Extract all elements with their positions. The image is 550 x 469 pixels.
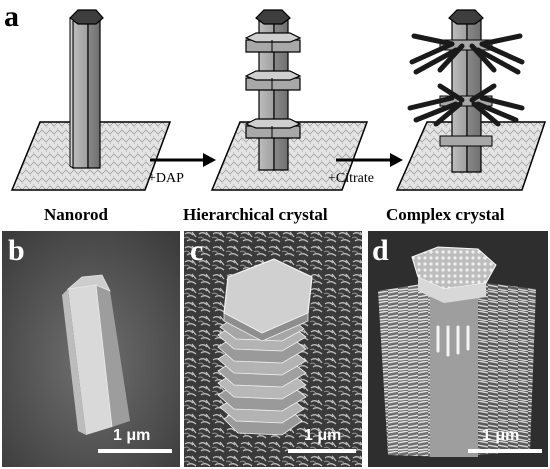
scale-label-d: 1 μm [482,427,520,444]
hierarchical-crystal-drawing [244,9,302,171]
sem-image-complex-crystal [368,231,548,467]
arrow-label-citrate: +Citrate [328,171,374,186]
panel-letter-d: d [372,234,389,267]
scale-bar-b [98,449,172,453]
panel-letter-a: a [4,0,19,33]
sem-image-hierarchical-crystal [184,231,362,467]
caption-hierarchical-crystal: Hierarchical crystal [183,205,328,224]
sem-image-nanorod [2,231,180,467]
substrate-2 [210,121,369,191]
schematic-panel: +DAP [10,9,547,191]
scale-bar-c [288,449,356,453]
panel-letter-b: b [8,234,25,267]
panel-letter-c: c [190,234,204,267]
scale-label-b: 1 μm [113,427,151,444]
caption-nanorod: Nanorod [44,205,108,224]
complex-crystal-drawing [407,9,525,173]
arrow-label-dap: +DAP [148,171,184,186]
nanorod-drawing [69,9,104,169]
caption-complex-crystal: Complex crystal [386,205,505,224]
scale-label-c: 1 μm [304,427,342,444]
scale-bar-d [468,449,542,453]
